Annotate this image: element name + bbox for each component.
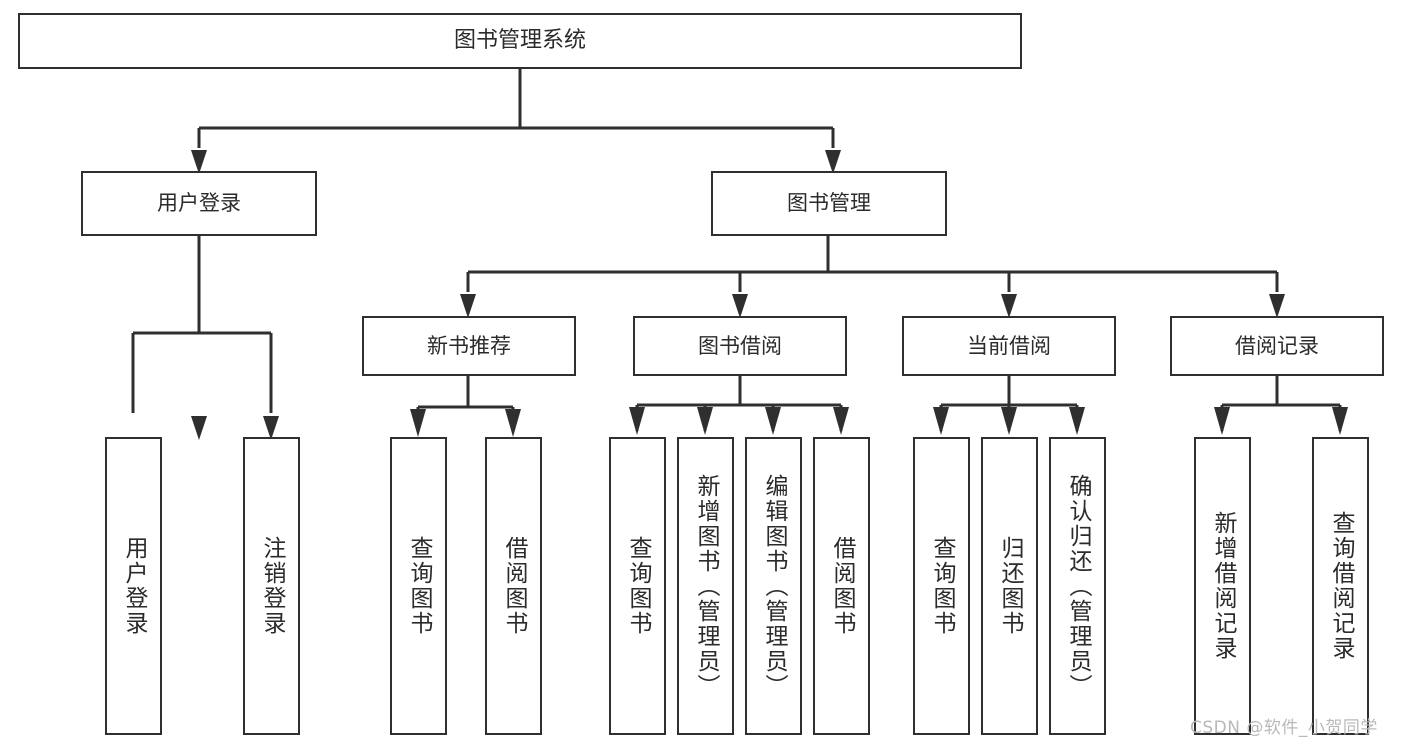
arrowhead-cb-leaf-2 (1001, 407, 1017, 435)
node-user-login-label: 用户登录 (157, 191, 241, 216)
node-leaf-confirm-return[interactable]: 确认归还（管理员） (1049, 437, 1106, 735)
node-leaf-borrow-book-2[interactable]: 借阅图书 (813, 437, 870, 735)
node-leaf-borrow-book-2-label: 借阅图书 (829, 536, 855, 636)
node-borrow-record[interactable]: 借阅记录 (1170, 316, 1384, 376)
node-leaf-return-book-label: 归还图书 (997, 536, 1023, 636)
arrowhead-bm-c3 (1001, 294, 1017, 318)
node-current-borrow[interactable]: 当前借阅 (902, 316, 1116, 376)
node-leaf-return-book[interactable]: 归还图书 (981, 437, 1038, 735)
node-root-label: 图书管理系统 (453, 28, 586, 54)
arrowhead-bb-leaf-1 (629, 407, 645, 435)
node-leaf-user-login[interactable]: 用户登录 (105, 437, 162, 735)
arrowhead-cb-leaf-1 (933, 407, 949, 435)
arrowhead-bm-c2 (732, 294, 748, 318)
node-leaf-query-book-2[interactable]: 查询图书 (609, 437, 666, 735)
node-new-book-recommend[interactable]: 新书推荐 (362, 316, 576, 376)
node-leaf-borrow-book-1[interactable]: 借阅图书 (485, 437, 542, 735)
node-leaf-query-record[interactable]: 查询借阅记录 (1312, 437, 1369, 735)
node-leaf-confirm-return-label: 确认归还（管理员） (1065, 473, 1091, 699)
node-user-login[interactable]: 用户登录 (81, 171, 317, 236)
arrowhead-user-login-child-1 (191, 416, 207, 440)
node-leaf-edit-book[interactable]: 编辑图书（管理员） (745, 437, 802, 735)
arrowhead-br-leaf-1 (1214, 407, 1230, 435)
node-leaf-borrow-book-1-label: 借阅图书 (501, 536, 527, 636)
arrowhead-bb-leaf-3 (765, 407, 781, 435)
node-leaf-query-book-3-label: 查询图书 (929, 536, 955, 636)
node-book-management[interactable]: 图书管理 (711, 171, 947, 236)
node-leaf-user-login-label: 用户登录 (121, 536, 147, 636)
node-leaf-add-record-label: 新增借阅记录 (1210, 511, 1236, 661)
node-leaf-logout-login-label: 注销登录 (259, 536, 285, 636)
node-leaf-query-record-label: 查询借阅记录 (1328, 511, 1354, 661)
node-root[interactable]: 图书管理系统 (18, 13, 1022, 69)
arrowhead-root-to-user-login (191, 150, 207, 174)
arrowhead-nbr-leaf-2 (505, 409, 521, 437)
node-book-borrow[interactable]: 图书借阅 (633, 316, 847, 376)
node-book-borrow-label: 图书借阅 (698, 333, 782, 358)
node-current-borrow-label: 当前借阅 (967, 333, 1051, 358)
node-leaf-add-record[interactable]: 新增借阅记录 (1194, 437, 1251, 735)
node-leaf-query-book-1-label: 查询图书 (406, 536, 432, 636)
node-leaf-add-book-label: 新增图书（管理员） (693, 473, 719, 699)
arrowhead-user-login-child-2 (263, 416, 279, 440)
arrowhead-br-leaf-2 (1332, 407, 1348, 435)
node-leaf-add-book[interactable]: 新增图书（管理员） (677, 437, 734, 735)
node-borrow-record-label: 借阅记录 (1235, 333, 1319, 358)
arrowhead-bm-c1 (460, 294, 476, 318)
node-new-book-recommend-label: 新书推荐 (427, 333, 511, 358)
arrowhead-root-to-book-management (825, 150, 841, 174)
node-book-management-label: 图书管理 (787, 191, 871, 216)
node-leaf-logout-login[interactable]: 注销登录 (243, 437, 300, 735)
arrowhead-bb-leaf-4 (833, 407, 849, 435)
node-leaf-query-book-2-label: 查询图书 (625, 536, 651, 636)
node-leaf-query-book-3[interactable]: 查询图书 (913, 437, 970, 735)
arrowheads (191, 150, 1348, 440)
arrowhead-cb-leaf-3 (1069, 407, 1085, 435)
arrowhead-nbr-leaf-1 (410, 409, 426, 437)
node-leaf-edit-book-label: 编辑图书（管理员） (761, 473, 787, 699)
arrowhead-bb-leaf-2 (697, 407, 713, 435)
arrowhead-bm-c4 (1269, 294, 1285, 318)
node-leaf-query-book-1[interactable]: 查询图书 (390, 437, 447, 735)
